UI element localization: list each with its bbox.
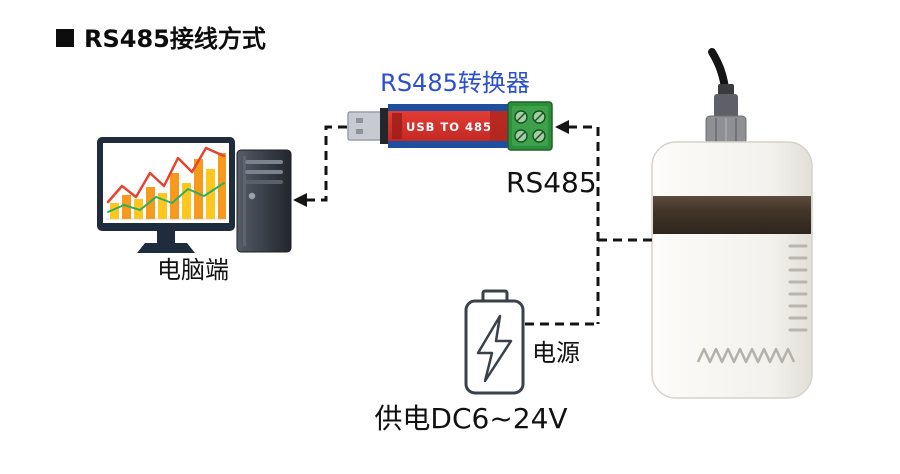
usb-plug-icon	[347, 111, 383, 141]
converter-body: USB TO 485	[388, 104, 510, 148]
converter-top-stripe	[388, 104, 510, 111]
computer-tower	[236, 149, 292, 253]
converter-label: RS485转换器	[380, 69, 530, 97]
arrow-into-converter-icon	[555, 120, 569, 134]
converter-terminal-block	[507, 101, 553, 151]
converter-bottom-stripe	[388, 141, 510, 148]
power-label: 电源	[532, 339, 580, 367]
monitor-stand-base	[137, 243, 195, 253]
converter-collar	[380, 108, 388, 144]
sensor-bottom-vents	[696, 347, 796, 364]
computer-label: 电脑端	[157, 256, 229, 284]
computer-illustration: 电脑端	[97, 137, 292, 284]
monitor-stand-neck	[157, 231, 175, 243]
computer-monitor	[97, 137, 235, 253]
connection-wires	[306, 125, 652, 326]
title-square-icon	[56, 29, 74, 47]
converter-device-text: USB TO 485	[406, 120, 492, 134]
page-title-text: RS485接线方式	[84, 25, 266, 53]
terminal-screws	[514, 110, 546, 143]
usb-rs485-converter-illustration: RS485转换器 USB TO 485	[347, 69, 553, 151]
wire-converter-to-computer	[306, 125, 347, 202]
sensor-cable-gland	[705, 84, 747, 145]
rs485-bus-label: RS485	[506, 166, 597, 199]
wire-arrowheads	[293, 120, 569, 207]
wire-sensor-power-bus	[525, 125, 652, 326]
sensor-dark-band	[653, 196, 811, 234]
supply-voltage-label: 供电DC6~24V	[374, 402, 567, 435]
arrow-into-computer-icon	[293, 193, 307, 207]
lightning-icon	[476, 314, 513, 383]
page-title: RS485接线方式	[56, 25, 266, 53]
battery-icon	[464, 289, 525, 395]
sensor-device-illustration	[651, 48, 813, 399]
sensor-side-vents	[788, 244, 808, 332]
monitor-chart	[106, 146, 226, 220]
